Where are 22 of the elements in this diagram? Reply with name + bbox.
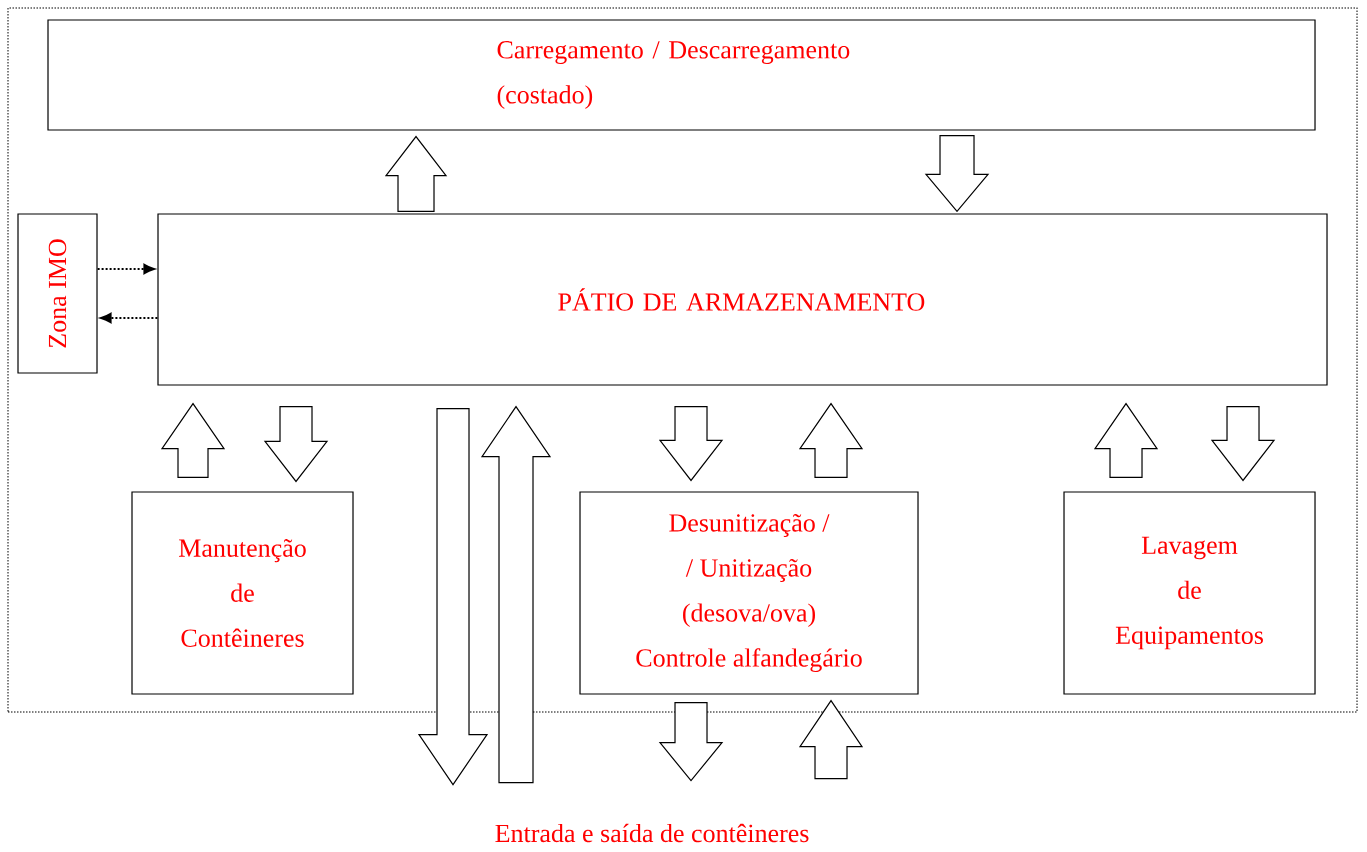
process-box: Desunitização / / Unitização (desova/ova) Controle alfandegário (579, 491, 919, 695)
exit-label: Entrada e saída de contêineres (495, 823, 809, 843)
block-arrow (480, 405, 552, 784)
zone-box: Zona IMO (17, 213, 98, 374)
dotted-arrow (96, 263, 155, 275)
block-arrow (417, 408, 489, 786)
block-arrow (1210, 406, 1276, 482)
block-arrow (798, 402, 864, 478)
process-box: Lavagem de Equipamentos (1063, 491, 1316, 695)
block-arrow (924, 135, 990, 213)
block-arrow (658, 406, 724, 482)
dotted-frame (7, 7, 1358, 713)
block-arrow (658, 702, 724, 782)
block-arrow (1093, 402, 1159, 478)
block-arrow (798, 699, 864, 780)
process-box: Manutenção de Contêineres (131, 491, 354, 695)
dotted-arrow (100, 312, 159, 324)
storage-yard-box: PÁTIO DE ARMAZENAMENTO (157, 213, 1328, 386)
block-arrow (160, 402, 226, 478)
block-arrow (384, 135, 448, 212)
process-box: Carregamento / Descarregamento (costado) (47, 19, 1316, 131)
block-arrow (263, 406, 329, 483)
